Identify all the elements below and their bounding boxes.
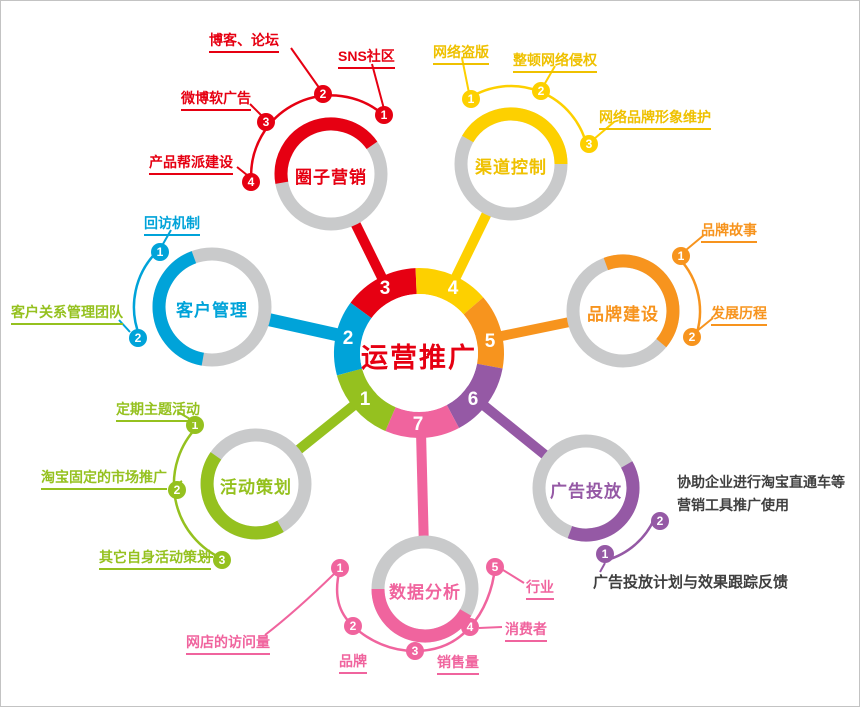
item-label: 整顿网络侵权 xyxy=(513,50,597,73)
item-badge: 1 xyxy=(151,243,169,261)
item-label: 定期主题活动 xyxy=(116,399,200,422)
item-badge: 2 xyxy=(651,512,669,530)
item-label: 博客、论坛 xyxy=(209,30,279,53)
leader-brand-story xyxy=(685,234,705,251)
item-label: 网络盗版 xyxy=(433,42,489,65)
item-label: 网店的访问量 xyxy=(186,632,270,655)
item-badge: 2 xyxy=(314,85,332,103)
item-label: 其它自身活动策划 xyxy=(99,547,211,570)
hub-title: 运营推广 xyxy=(361,343,477,373)
leader-industry xyxy=(502,569,525,584)
item-badge: 1 xyxy=(331,559,349,577)
node-label-data-analysis: 数据分析 xyxy=(389,583,461,602)
item-badge: 2 xyxy=(168,481,186,499)
leader-ad-plan xyxy=(599,562,606,573)
node-label-brand-building: 品牌建设 xyxy=(587,305,659,324)
hub-number-data-analysis: 7 xyxy=(412,414,424,435)
badge-arc-customer-management xyxy=(132,249,160,338)
item-label: 协助企业进行淘宝直通车等营销工具推广使用 xyxy=(677,474,845,513)
hub-segment-blue xyxy=(333,302,372,376)
item-badge: 1 xyxy=(462,90,480,108)
item-label: 品牌 xyxy=(339,651,367,674)
hub-segment-pink xyxy=(385,404,460,438)
item-badge: 2 xyxy=(129,329,147,347)
leader-consumer xyxy=(478,626,503,629)
leader-infringement xyxy=(543,65,556,86)
node-label-channel-control: 渠道控制 xyxy=(475,158,547,177)
node-label-circle-marketing: 圈子营销 xyxy=(295,168,367,187)
node-label-ad-placement: 广告投放 xyxy=(550,482,622,501)
item-badge: 3 xyxy=(406,642,424,660)
hub-inner-circle xyxy=(360,294,478,412)
item-label: 品牌故事 xyxy=(701,220,757,243)
item-badge: 1 xyxy=(596,545,614,563)
leader-sns xyxy=(371,63,385,110)
hub-number-brand-building: 5 xyxy=(484,331,496,352)
item-label: SNS社区 xyxy=(338,46,395,69)
item-badge: 3 xyxy=(257,113,275,131)
hub-number-circle-marketing: 3 xyxy=(379,278,391,299)
hub-ring xyxy=(333,268,504,438)
satellite-rings xyxy=(152,107,680,643)
hub-segment-purple xyxy=(446,363,503,428)
hub-segment-red xyxy=(350,268,418,319)
item-badge: 3 xyxy=(580,135,598,153)
arc-channel-control xyxy=(462,107,568,165)
item-badge: 4 xyxy=(461,618,479,636)
badge-arc-circle-marketing xyxy=(249,94,386,182)
item-badge: 2 xyxy=(532,82,550,100)
item-label: 客户关系管理团队 xyxy=(11,302,123,325)
item-label: 消费者 xyxy=(505,619,547,642)
leader-brand-image xyxy=(593,121,615,140)
item-badge: 5 xyxy=(486,558,504,576)
hub-number-channel-control: 4 xyxy=(447,278,459,299)
hub-number-customer-management: 2 xyxy=(342,328,354,349)
arc-event-planning xyxy=(200,452,284,540)
leader-revisit xyxy=(162,229,172,245)
item-label: 网络品牌形象维护 xyxy=(599,107,711,130)
item-label: 广告投放计划与效果跟踪反馈 xyxy=(593,574,789,591)
hub-number-event-planning: 1 xyxy=(359,389,371,410)
badge-arc-brand-building xyxy=(677,257,702,339)
arc-ad-placement xyxy=(567,461,640,542)
item-label: 产品帮派建设 xyxy=(149,152,233,175)
leader-crm-team xyxy=(118,319,131,333)
item-badge: 2 xyxy=(683,328,701,346)
item-label: 销售量 xyxy=(437,652,479,675)
item-badge: 2 xyxy=(344,617,362,635)
badge-arc-event-planning xyxy=(172,426,224,561)
arc-customer-management xyxy=(152,251,205,366)
arc-brand-building xyxy=(603,254,680,348)
item-label: 淘宝固定的市场推广 xyxy=(41,467,167,490)
node-label-event-planning: 活动策划 xyxy=(220,478,292,497)
item-badge: 1 xyxy=(375,106,393,124)
item-label: 发展历程 xyxy=(711,303,767,326)
hub-number-ad-placement: 6 xyxy=(467,389,479,410)
node-label-customer-management: 客户管理 xyxy=(176,301,248,320)
item-label: 微博软广告 xyxy=(181,88,251,111)
hub-segment-yellow xyxy=(415,268,484,315)
arc-data-analysis xyxy=(371,588,472,643)
item-badge: 4 xyxy=(242,173,260,191)
hub-segment-green xyxy=(336,368,397,432)
leader-history xyxy=(696,317,714,332)
hub-segment-orange xyxy=(463,297,504,369)
item-badge: 1 xyxy=(672,247,690,265)
item-badge: 3 xyxy=(213,551,231,569)
item-label: 回访机制 xyxy=(144,213,200,236)
item-label: 行业 xyxy=(526,577,554,600)
arc-circle-marketing xyxy=(274,117,378,184)
leader-blog-forum xyxy=(290,47,321,90)
leader-store-visits xyxy=(264,573,335,636)
